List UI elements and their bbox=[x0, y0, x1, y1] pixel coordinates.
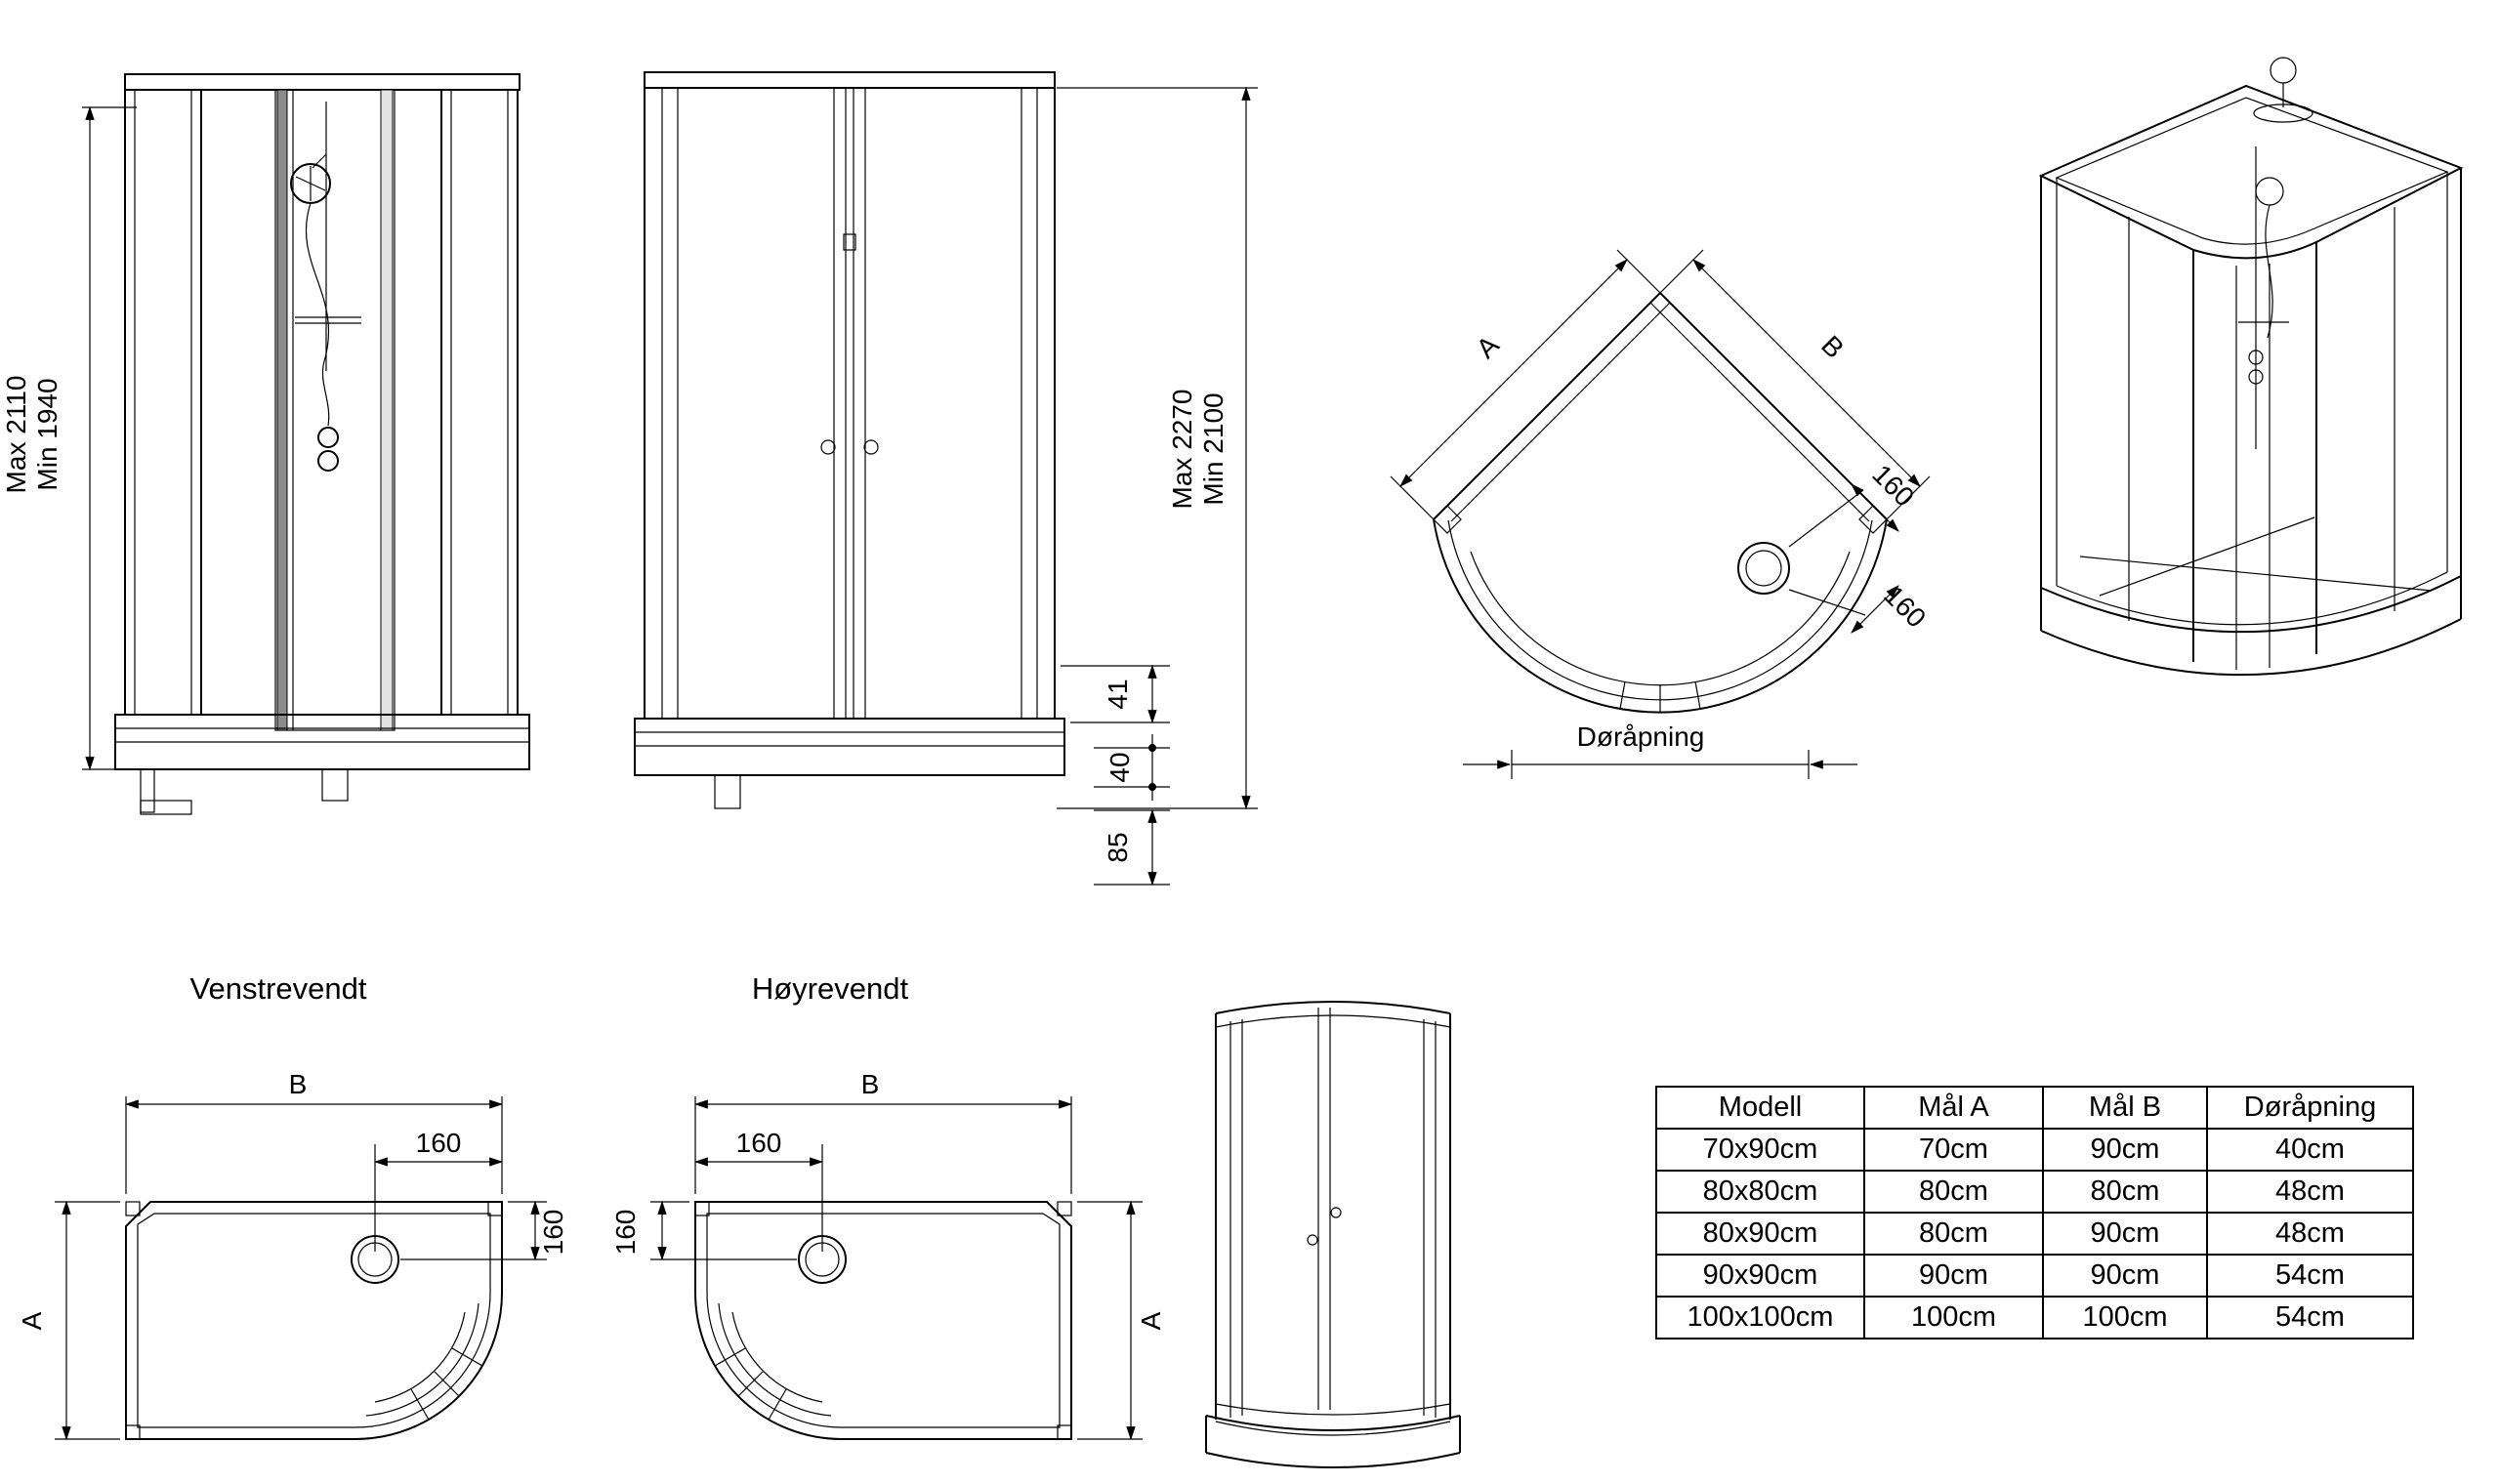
hoyrevendt-dim-160-h: 160 bbox=[693, 1128, 824, 1252]
hoyrevendt-outline bbox=[694, 1201, 1072, 1440]
hoyrevendt-dim-a-label: A bbox=[1136, 1311, 1166, 1330]
venstrevendt-outline bbox=[125, 1201, 503, 1440]
plan-dim-160-2-label: 160 bbox=[1878, 580, 1932, 634]
table-row: 100x100cm 100cm 100cm 54cm bbox=[1655, 1296, 2414, 1340]
table-cell: 80cm bbox=[1863, 1212, 2044, 1256]
venstrevendt-dim-a-label: A bbox=[17, 1311, 47, 1330]
hoyrevendt-dim-b-label: B bbox=[861, 1069, 880, 1099]
corner-3d-view-drawing bbox=[2038, 57, 2464, 677]
table-cell: 54cm bbox=[2206, 1296, 2414, 1340]
spec-table: Modell Mål A Mål B Døråpning 70x90cm 70c… bbox=[1655, 1086, 2414, 1340]
table-cell: 48cm bbox=[2206, 1212, 2414, 1256]
front-view-drawing: Max 2270 Min 2100 41 40 85 bbox=[634, 71, 1258, 886]
venstrevendt-dim-160-h: 160 bbox=[373, 1128, 504, 1252]
plan-door-opening-label: Døråpning bbox=[1577, 721, 1705, 752]
venstrevendt-dim-160-v: 160 bbox=[400, 1200, 568, 1261]
table-cell: 80x80cm bbox=[1655, 1170, 1865, 1214]
side-base-tray bbox=[114, 714, 530, 815]
table-cell: 100cm bbox=[1863, 1296, 2044, 1340]
hoyrevendt-dim-b: B bbox=[693, 1069, 1073, 1194]
table-header-modell: Modell bbox=[1655, 1086, 1865, 1130]
plan-outline bbox=[1433, 291, 1888, 714]
side-height-dimension: Max 2110 Min 1940 bbox=[1, 105, 137, 771]
side-max-height-label: Max 2110 bbox=[1, 376, 31, 494]
front-dim-85-label: 85 bbox=[1103, 832, 1133, 862]
table-row: 70x90cm 70cm 90cm 40cm bbox=[1655, 1128, 2414, 1172]
front-3d-base-tray bbox=[1205, 1415, 1461, 1468]
front-3d-frame bbox=[1215, 1001, 1451, 1420]
table-cell: 90cm bbox=[2042, 1128, 2208, 1172]
plan-dim-a-label: A bbox=[1471, 329, 1505, 363]
venstrevendt-dim-160-h-label: 160 bbox=[416, 1128, 462, 1158]
table-header-mal-b: Mål B bbox=[2042, 1086, 2208, 1130]
door-handle-right bbox=[863, 439, 879, 455]
side-min-height-label: Min 1940 bbox=[32, 378, 62, 490]
table-cell: 80cm bbox=[2042, 1170, 2208, 1214]
plan-dim-160-1-label: 160 bbox=[1866, 459, 1920, 513]
table-row: 80x90cm 80cm 90cm 48cm bbox=[1655, 1212, 2414, 1256]
front-dim-41: 41 bbox=[1061, 664, 1170, 724]
table-cell: 48cm bbox=[2206, 1170, 2414, 1214]
table-cell: 100cm bbox=[2042, 1296, 2208, 1340]
corner-3d-shower-head bbox=[2253, 57, 2313, 123]
side-cabin-outline bbox=[124, 73, 521, 731]
venstrevendt-dim-b-label: B bbox=[289, 1069, 308, 1099]
table-cell: 90cm bbox=[1863, 1254, 2044, 1298]
venstrevendt-dim-160-v-label: 160 bbox=[538, 1210, 568, 1256]
plan-dim-160-1: 160 bbox=[1788, 459, 1920, 548]
table-cell: 40cm bbox=[2206, 1128, 2414, 1172]
front-max-height-label: Max 2270 bbox=[1167, 390, 1197, 510]
front-3d-view-drawing bbox=[1205, 1001, 1461, 1468]
table-cell: 90cm bbox=[2042, 1212, 2208, 1256]
table-cell: 54cm bbox=[2206, 1254, 2414, 1298]
hoyrevendt-dim-160-v: 160 bbox=[610, 1200, 797, 1261]
table-header-doropning: Døråpning bbox=[2206, 1086, 2414, 1130]
venstrevendt-dim-a: A bbox=[17, 1200, 120, 1441]
table-cell: 90x90cm bbox=[1655, 1254, 1865, 1298]
hoyrevendt-dim-160-h-label: 160 bbox=[736, 1128, 782, 1158]
drain-circle bbox=[1737, 542, 1790, 595]
venstrevendt-title: Venstrevendt bbox=[189, 971, 367, 1006]
front-dim-40-label: 40 bbox=[1104, 752, 1135, 782]
front-dim-40: 40 bbox=[1094, 734, 1170, 801]
front-dim-41-label: 41 bbox=[1103, 679, 1133, 709]
front-base-tray bbox=[634, 718, 1065, 809]
hoyrevendt-dim-a: A bbox=[1077, 1200, 1166, 1441]
table-header-row: Modell Mål A Mål B Døråpning bbox=[1655, 1086, 2414, 1130]
table-cell: 100x100cm bbox=[1655, 1296, 1865, 1340]
front-min-height-label: Min 2100 bbox=[1198, 392, 1229, 505]
table-header-mal-a: Mål A bbox=[1863, 1086, 2044, 1130]
venstrevendt-dim-b: B bbox=[124, 1069, 504, 1194]
table-cell: 80cm bbox=[1863, 1170, 2044, 1214]
front-cabin-outline bbox=[644, 71, 1056, 720]
table-row: 80x80cm 80cm 80cm 48cm bbox=[1655, 1170, 2414, 1214]
table-cell: 70x90cm bbox=[1655, 1128, 1865, 1172]
side-shower-fixture bbox=[290, 102, 361, 472]
door-handle-left bbox=[820, 439, 836, 455]
table-cell: 70cm bbox=[1863, 1128, 2044, 1172]
plan-door-opening-dimension: Døråpning bbox=[1463, 721, 1857, 779]
plan-view-drawing: A B 160 160 Døråpning bbox=[1390, 249, 1932, 779]
corner-3d-base-tray bbox=[2040, 516, 2462, 677]
table-cell: 80x90cm bbox=[1655, 1212, 1865, 1256]
plan-dim-a: A bbox=[1390, 249, 1661, 520]
hoyrevendt-dim-160-v-label: 160 bbox=[610, 1210, 641, 1256]
plan-dim-160-2: 160 bbox=[1788, 580, 1932, 634]
plan-dim-b-label: B bbox=[1815, 330, 1850, 364]
front-dim-85: 85 bbox=[1094, 808, 1170, 886]
table-cell: 90cm bbox=[2042, 1254, 2208, 1298]
hoyrevendt-plan-drawing: B 160 160 A bbox=[610, 1069, 1166, 1441]
door-handle-left bbox=[1307, 1234, 1318, 1246]
hoyrevendt-title: Høyrevendt bbox=[751, 971, 909, 1006]
side-view-drawing: Max 2110 Min 1940 bbox=[1, 73, 530, 815]
front-height-dimension: Max 2270 Min 2100 bbox=[1057, 86, 1258, 810]
door-handle-right bbox=[1330, 1207, 1342, 1218]
corner-3d-frame bbox=[2038, 84, 2464, 670]
venstrevendt-plan-drawing: B 160 160 A bbox=[17, 1069, 568, 1441]
table-row: 90x90cm 90cm 90cm 54cm bbox=[1655, 1254, 2414, 1298]
corner-3d-fixture bbox=[2238, 146, 2289, 449]
